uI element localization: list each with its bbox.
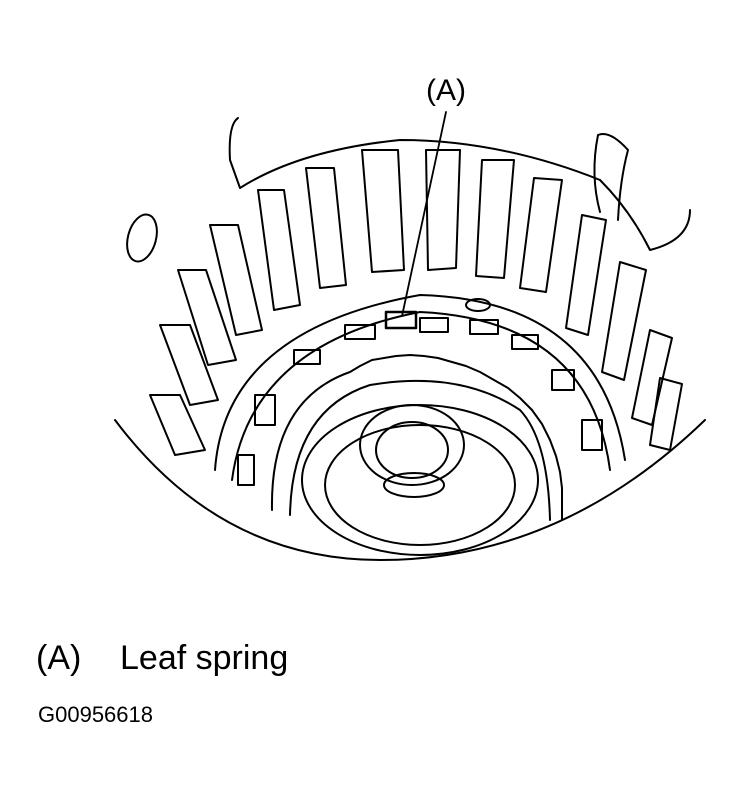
oil-port xyxy=(126,213,158,263)
tool-tip xyxy=(593,133,629,221)
hub-gear-ring xyxy=(270,354,563,521)
hub-bore-outer xyxy=(359,404,465,486)
hub-ring-mid xyxy=(324,424,516,546)
callout-label-a: (A) xyxy=(426,74,466,107)
housing-top-edge xyxy=(228,117,601,189)
legend-description: Leaf spring xyxy=(120,638,289,677)
drum-splines xyxy=(149,149,683,456)
hub-gear-ring-inner xyxy=(289,379,551,521)
hub-bore-inner xyxy=(375,421,449,479)
drum-hole xyxy=(465,298,491,312)
plate-lugs xyxy=(237,317,603,486)
callout-leader-line xyxy=(401,111,447,317)
hub-ring-outer xyxy=(301,404,539,556)
leaf-spring xyxy=(384,310,418,330)
housing-right-flange xyxy=(599,179,691,251)
hub-bore-deep xyxy=(383,472,445,498)
drum-inner-ring-1 xyxy=(214,294,626,471)
legend-key: (A) xyxy=(36,638,82,677)
drum-inner-ring-2 xyxy=(231,311,611,481)
legend-entry: (A) Leaf spring xyxy=(36,634,288,682)
clutch-drum-illustration: (A) xyxy=(114,74,706,561)
figure-id: G00956618 xyxy=(38,702,153,727)
drum-outer-edge xyxy=(114,419,706,561)
